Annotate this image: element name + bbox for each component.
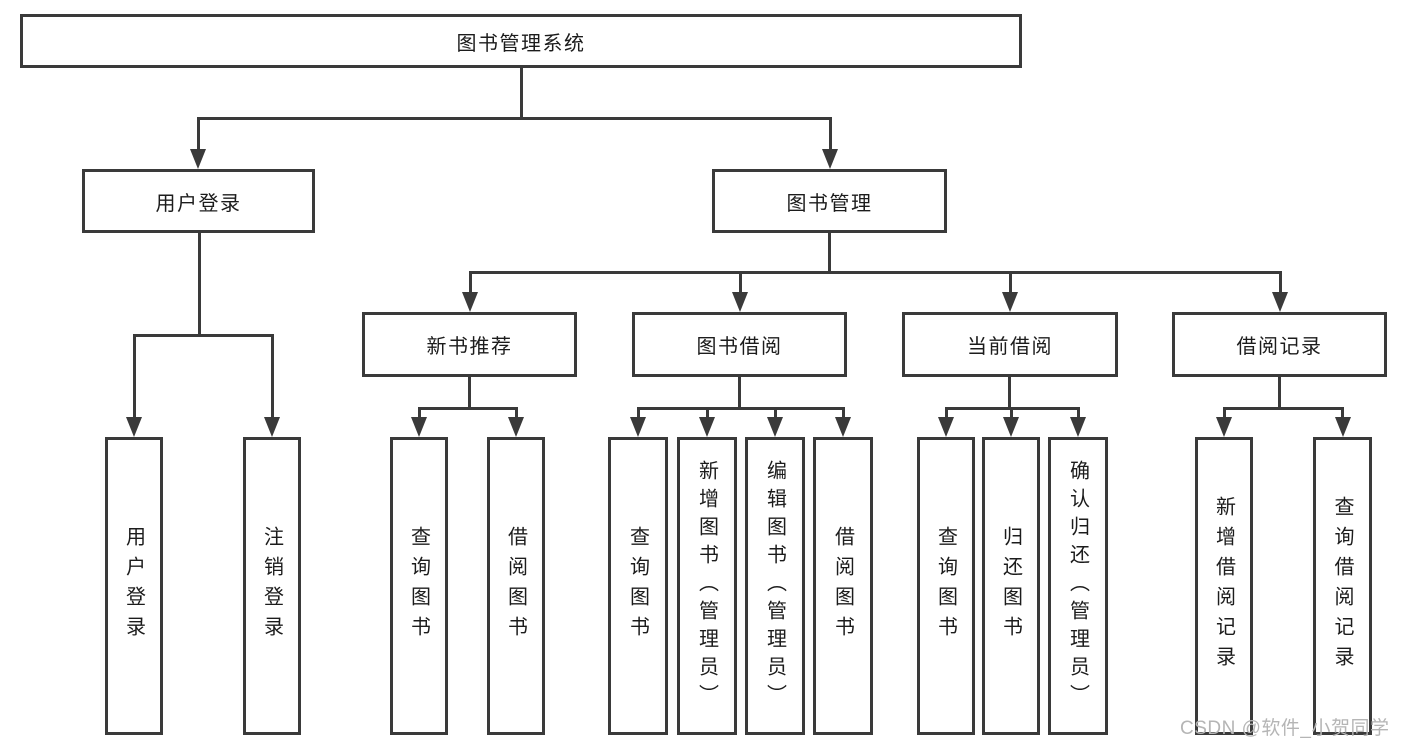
leaf-label: 查询图书 [934, 526, 957, 646]
leaf-return-book: 归还图书 [982, 437, 1040, 735]
connector-line [1008, 377, 1011, 408]
node-new-book-recommend: 新书推荐 [362, 312, 577, 377]
connector-line [417, 406, 518, 410]
connector-line [519, 68, 523, 118]
connector-line [196, 116, 832, 120]
node-root-label: 图书管理系统 [456, 32, 586, 55]
connector-line [636, 406, 845, 410]
leaf-label: 编辑图书（管理员） [763, 460, 786, 712]
leaf-label: 查询借阅记录 [1331, 496, 1353, 676]
arrow-down-icon [1002, 292, 1018, 312]
node-new-book-recommend-label: 新书推荐 [426, 336, 513, 358]
leaf-add-book-admin: 新增图书（管理员） [677, 437, 737, 735]
node-user-login-label: 用户登录 [155, 192, 242, 215]
leaf-borrow-book-1: 借阅图书 [487, 437, 545, 735]
connector-line [514, 408, 518, 419]
arrow-down-icon [508, 417, 524, 437]
leaf-query-book-1: 查询图书 [390, 437, 448, 735]
leaf-query-borrow-record: 查询借阅记录 [1313, 437, 1372, 735]
connector-line [828, 118, 832, 151]
connector-line [1222, 406, 1344, 410]
node-current-borrow: 当前借阅 [902, 312, 1118, 377]
connector-line [1076, 408, 1080, 419]
arrow-down-icon [630, 417, 646, 437]
leaf-user-login: 用户登录 [105, 437, 163, 735]
leaf-label: 查询图书 [407, 526, 430, 646]
node-root: 图书管理系统 [20, 14, 1022, 68]
arrow-down-icon [1070, 417, 1086, 437]
arrow-down-icon [822, 149, 838, 169]
leaf-label: 用户登录 [122, 526, 145, 646]
leaf-add-borrow-record: 新增借阅记录 [1195, 437, 1253, 735]
node-book-management: 图书管理 [712, 169, 947, 233]
arrow-down-icon [835, 417, 851, 437]
connector-line [1278, 377, 1281, 408]
connector-line [1008, 272, 1012, 294]
connector-line [132, 333, 274, 337]
leaf-label: 新增图书（管理员） [695, 460, 718, 712]
leaf-confirm-return-admin: 确认归还（管理员） [1048, 437, 1108, 735]
arrow-down-icon [938, 417, 954, 437]
arrow-down-icon [699, 417, 715, 437]
connector-line [132, 335, 136, 419]
connector-line [944, 408, 948, 419]
connector-line [1222, 408, 1226, 419]
connector-line [468, 377, 471, 408]
leaf-label: 借阅图书 [504, 526, 527, 646]
leaf-borrow-book-2: 借阅图书 [813, 437, 873, 735]
connector-line [270, 335, 274, 419]
leaf-query-book-2: 查询图书 [608, 437, 668, 735]
connector-line [197, 233, 201, 335]
connector-line [468, 270, 1282, 274]
connector-line [468, 272, 472, 294]
leaf-label: 归还图书 [999, 526, 1022, 646]
connector-line [1341, 408, 1344, 419]
arrow-down-icon [1216, 417, 1232, 437]
arrow-down-icon [462, 292, 478, 312]
leaf-label: 查询图书 [626, 526, 649, 646]
node-book-management-label: 图书管理 [786, 192, 873, 215]
connector-line [1009, 408, 1013, 419]
arrow-down-icon [1334, 417, 1351, 437]
connector-line [196, 118, 200, 151]
arrow-down-icon [411, 417, 427, 437]
connector-line [738, 377, 741, 408]
arrow-down-icon [767, 417, 783, 437]
node-book-borrow-label: 图书借阅 [696, 336, 783, 358]
arrow-down-icon [1003, 417, 1019, 437]
connector-line [636, 408, 640, 419]
arrow-down-icon [264, 417, 280, 437]
connector-line [738, 272, 742, 294]
leaf-logout: 注销登录 [243, 437, 301, 735]
connector-line [841, 408, 845, 419]
arrow-down-icon [1272, 292, 1288, 312]
leaf-label: 新增借阅记录 [1212, 496, 1235, 676]
arrow-down-icon [732, 292, 748, 312]
connector-line [417, 408, 421, 419]
leaf-query-book-3: 查询图书 [917, 437, 975, 735]
connector-line [828, 233, 831, 272]
leaf-edit-book-admin: 编辑图书（管理员） [745, 437, 805, 735]
node-borrow-record: 借阅记录 [1172, 312, 1387, 377]
connector-line [705, 408, 709, 419]
arrow-down-icon [190, 149, 206, 169]
leaf-label: 注销登录 [260, 526, 283, 646]
csdn-watermark: CSDN @软件_小贺同学 [1180, 718, 1390, 739]
connector-line [773, 408, 777, 419]
node-borrow-record-label: 借阅记录 [1236, 336, 1323, 358]
node-book-borrow: 图书借阅 [632, 312, 847, 377]
leaf-label: 借阅图书 [831, 526, 854, 646]
arrow-down-icon [126, 417, 142, 437]
leaf-label: 确认归还（管理员） [1066, 460, 1089, 712]
node-user-login: 用户登录 [82, 169, 315, 233]
connector-line [1278, 272, 1282, 294]
node-current-borrow-label: 当前借阅 [967, 336, 1053, 358]
